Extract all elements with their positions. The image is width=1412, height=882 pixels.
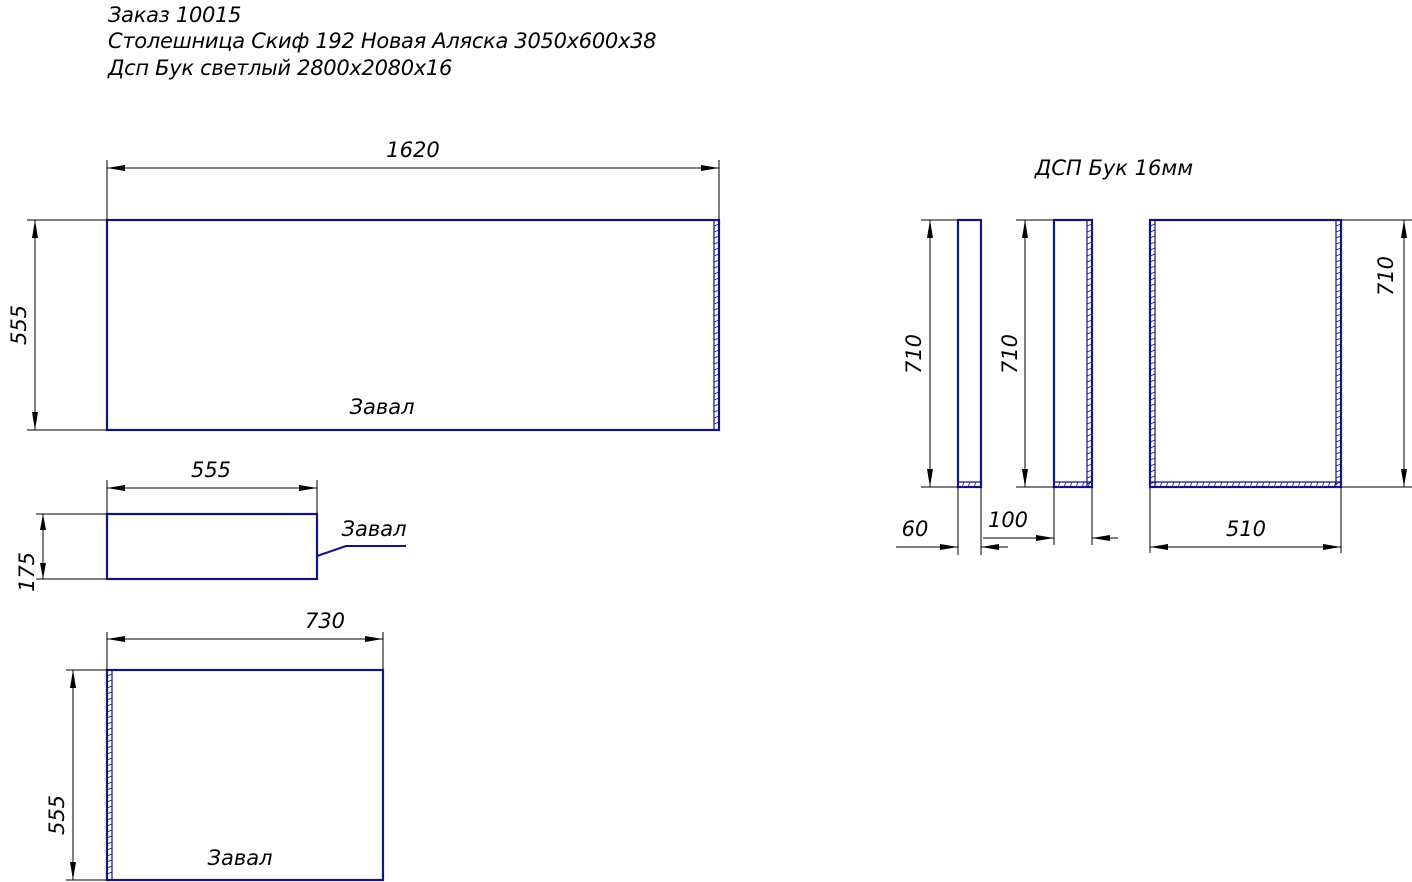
part-small-panel: 555 175 Завал [15, 458, 407, 592]
order-number: Заказ 10015 [108, 3, 242, 27]
edge-band-hatching [961, 481, 977, 488]
strip-60-width-label: 60 [902, 517, 929, 541]
back-panel-outline [1148, 218, 1343, 489]
top-panel-outline [105, 218, 721, 432]
strip-100-width-label: 100 [988, 508, 1028, 532]
edge-band-hatching [1086, 223, 1093, 485]
strip-60-height-label: 710 [902, 334, 926, 374]
edge-band-hatching [1057, 481, 1091, 488]
edge-band-hatching [1153, 481, 1337, 488]
edge-band-hatching [1149, 223, 1156, 485]
top-panel-height-label: 555 [7, 305, 31, 345]
part-strip-60: 710 60 [896, 218, 1008, 555]
side-panel-width-label: 730 [305, 609, 345, 633]
small-panel-outline [105, 512, 319, 581]
side-panel-outline [105, 668, 385, 882]
countertop-spec: Столешница Скиф 192 Новая Аляска 3050х60… [108, 29, 657, 53]
small-panel-height-label: 175 [15, 552, 39, 592]
edge-band-hatching [1335, 223, 1342, 485]
side-panel-note: Завал [208, 846, 273, 870]
chipboard-spec: Дсп Бук светлый 2800х2080х16 [108, 56, 453, 80]
section-title: ДСП Бук 16мм [1034, 156, 1193, 180]
strip-60-outline [956, 218, 983, 489]
part-strip-100: 710 100 [983, 218, 1118, 545]
part-side-panel: 730 555 Завал [45, 609, 385, 882]
small-panel-width-label: 555 [191, 458, 231, 482]
strip-100-height-label: 710 [998, 334, 1022, 374]
back-panel-height-label: 710 [1374, 256, 1398, 296]
edge-band-hatching [713, 223, 720, 425]
top-panel-width-label: 1620 [386, 138, 439, 162]
side-panel-height-label: 555 [45, 795, 69, 835]
strip-100-outline [1052, 218, 1094, 489]
small-panel-note: Завал [342, 517, 407, 541]
edge-band-hatching [106, 673, 113, 875]
top-panel-note: Завал [350, 395, 415, 419]
part-top-panel: 1620 555 Завал [7, 138, 721, 432]
back-panel-width-label: 510 [1226, 517, 1266, 541]
part-back-panel: 710 510 [1148, 218, 1412, 553]
